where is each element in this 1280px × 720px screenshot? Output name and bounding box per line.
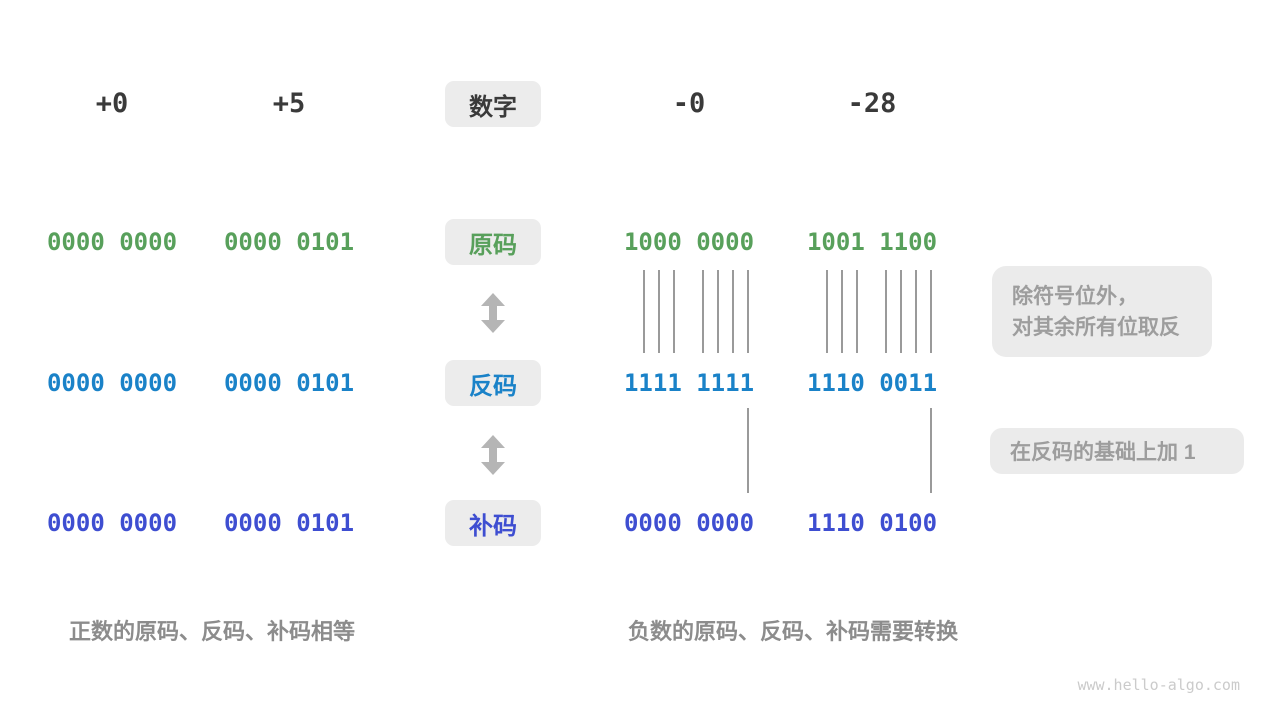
decimal-minus-28: -28 (847, 88, 897, 119)
note-invert-line2: 对其余所有位取反 (1012, 316, 1180, 339)
ones-complement-minus28: 1110 0011 (806, 369, 938, 397)
row-label-sign-magnitude: 原码 (445, 219, 541, 265)
note-invert-line1: 除符号位外， (1012, 285, 1138, 308)
sign-magnitude-plus5: 0000 0101 (223, 228, 355, 256)
row-label-ones-complement: 反码 (445, 360, 541, 406)
caption-positive-numbers: 正数的原码、反码、补码相等 (68, 619, 355, 644)
twos-complement-minus0: 0000 0000 (623, 509, 755, 537)
ones-complement-minus0: 1111 1111 (623, 369, 755, 397)
decimal-plus-5: +5 (272, 88, 306, 119)
sign-magnitude-minus28: 1001 1100 (806, 228, 938, 256)
watermark: www.hello-algo.com (1077, 676, 1240, 694)
sign-magnitude-minus0: 1000 0000 (623, 228, 755, 256)
decimal-plus-0: +0 (95, 88, 129, 119)
add-one-connector-line-minus28 (930, 408, 932, 493)
ones-complement-plus5: 0000 0101 (223, 369, 355, 397)
sign-magnitude-plus0: 0000 0000 (46, 228, 178, 256)
ones-complement-plus0: 0000 0000 (46, 369, 178, 397)
twos-complement-minus28: 1110 0100 (806, 509, 938, 537)
note-invert-bits: 除符号位外， 对其余所有位取反 (992, 266, 1212, 357)
twos-complement-plus0: 0000 0000 (46, 509, 178, 537)
decimal-minus-0: -0 (672, 88, 706, 119)
bit-connector-lines-minus28 (805, 270, 938, 353)
double-arrow-icon (481, 435, 505, 475)
caption-negative-numbers: 负数的原码、反码、补码需要转换 (627, 619, 958, 644)
bit-connector-lines-minus0 (622, 270, 755, 353)
twos-complement-plus5: 0000 0101 (223, 509, 355, 537)
add-one-connector-line-minus0 (747, 408, 749, 493)
row-label-number: 数字 (445, 81, 541, 127)
double-arrow-icon (481, 293, 505, 333)
row-label-twos-complement: 补码 (445, 500, 541, 546)
note-add-one: 在反码的基础上加 1 (990, 428, 1244, 474)
